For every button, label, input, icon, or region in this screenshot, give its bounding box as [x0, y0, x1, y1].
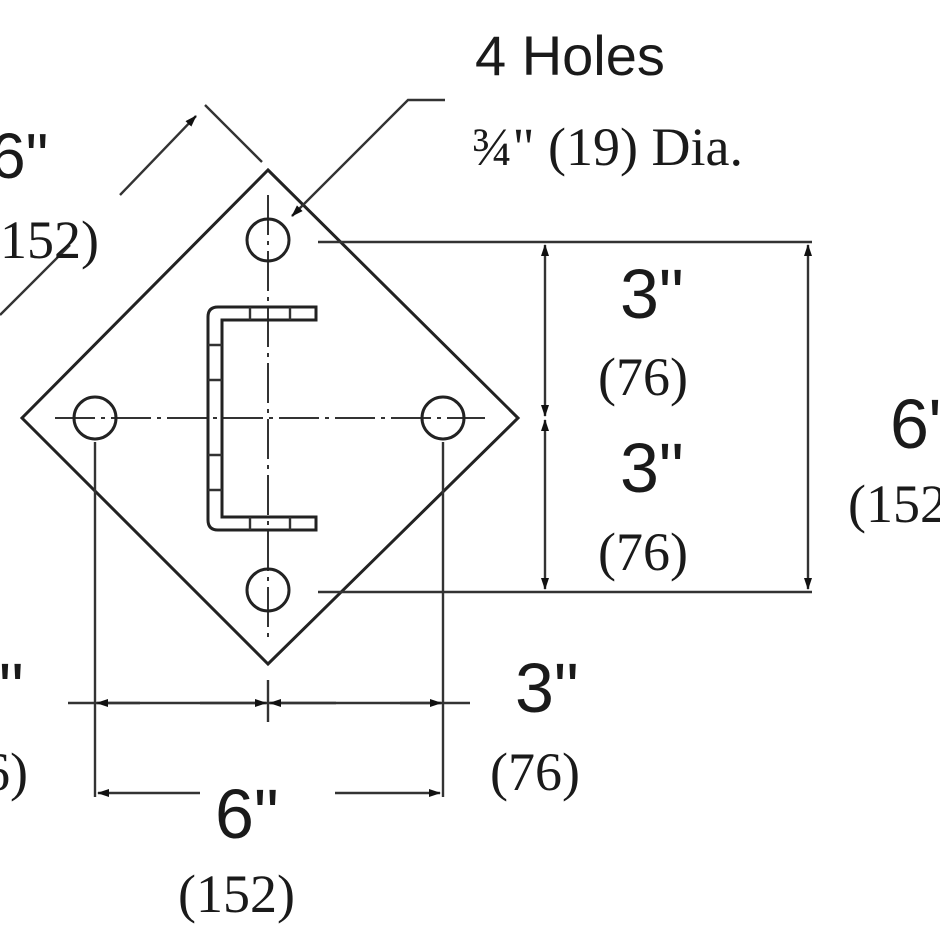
bolt-holes: [72, 217, 466, 613]
right-top-in: 3": [620, 255, 684, 333]
left-half-mm: (76): [0, 742, 28, 802]
channel-section: [206, 305, 318, 532]
hole-left: [72, 395, 118, 441]
hole-top: [245, 217, 291, 263]
bottom-half-in: 3": [515, 649, 579, 727]
hole-right: [420, 395, 466, 441]
callout-diameter: ¾" (19) Dia.: [472, 117, 743, 177]
left-half-in: 3": [0, 649, 24, 727]
right-top-mm: (76): [598, 347, 688, 407]
bottom-total-mm: (152): [178, 864, 295, 924]
bottom-half-mm: (76): [490, 742, 580, 802]
right-bot-in: 3": [620, 429, 684, 507]
hole-bottom: [245, 567, 291, 613]
diag-in: 6": [0, 120, 48, 192]
right-total-in: 6": [890, 385, 940, 463]
right-total-mm: (152): [848, 474, 940, 534]
callout-holes: 4 Holes: [475, 24, 665, 87]
diag-mm: (152): [0, 210, 99, 270]
square-plate: [19, 167, 521, 667]
bottom-total-in: 6": [215, 775, 279, 853]
right-bot-mm: (76): [598, 522, 688, 582]
hole-leader: [291, 98, 445, 217]
dim-diagonal: [119, 115, 197, 196]
